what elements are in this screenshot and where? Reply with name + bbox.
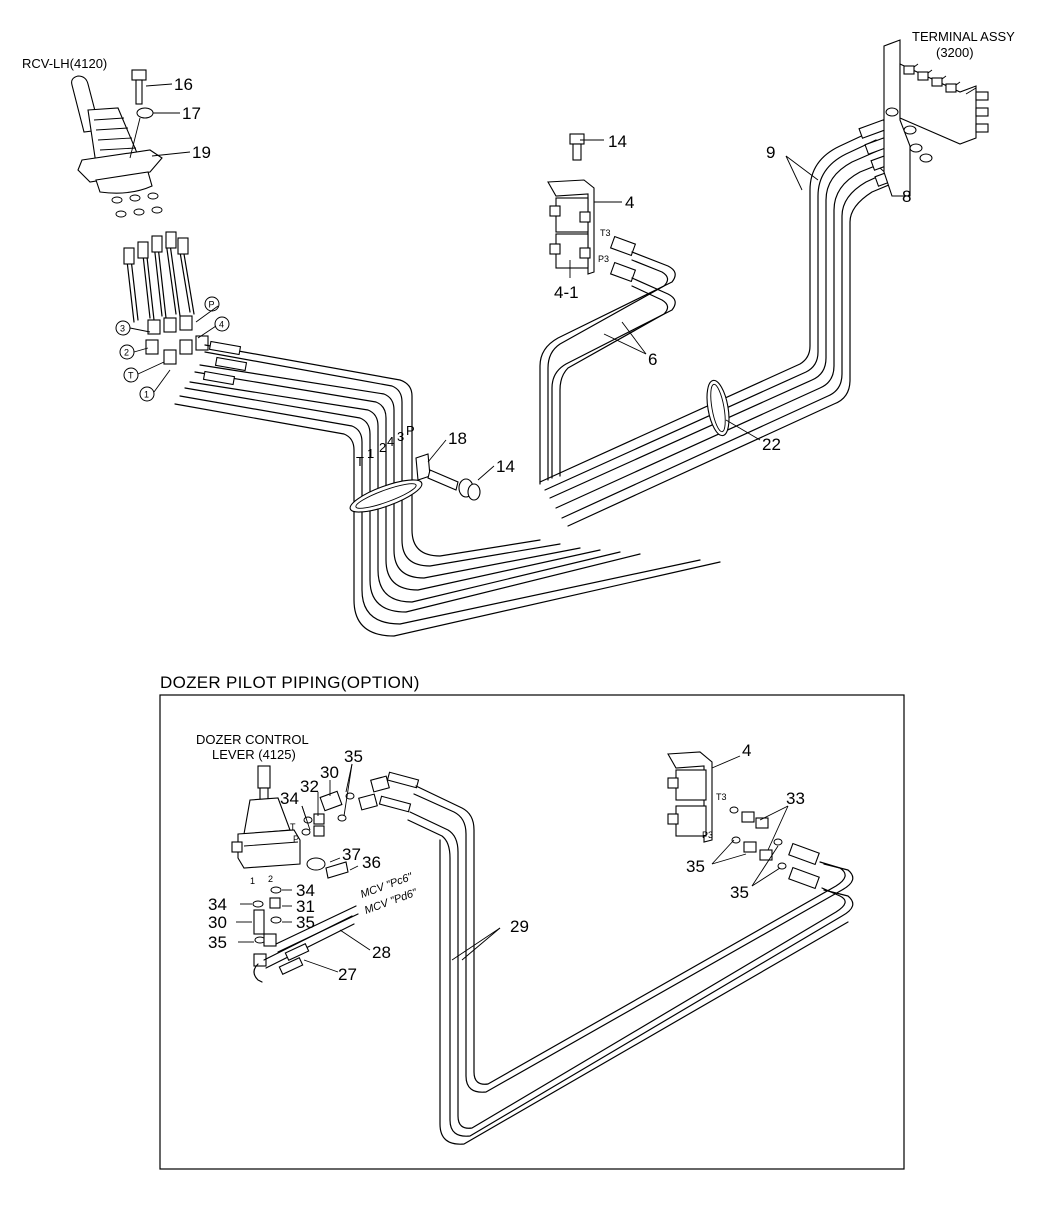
- lower-callout-34-right: 34: [296, 881, 315, 900]
- port-marker-p: P: [209, 300, 215, 310]
- lower-callout-32: 32: [300, 777, 319, 796]
- callout-8: 8: [902, 187, 911, 206]
- label-terminal-line1: TERMINAL ASSY: [912, 29, 1015, 44]
- rcv-lh-joystick: [71, 75, 163, 218]
- port-marker-t: T: [128, 371, 134, 381]
- lower-callout-35-bottom: 35: [730, 883, 749, 902]
- lower-callout-33: 33: [786, 789, 805, 808]
- clamp-22: [706, 379, 730, 437]
- hoses-27-28: [253, 905, 359, 983]
- lower-callout-29: 29: [510, 917, 529, 936]
- hose-tag-t: T: [356, 454, 364, 469]
- bolt-16: [131, 69, 147, 105]
- port-marker-1: 1: [144, 390, 149, 400]
- port-p3: P3: [598, 254, 609, 264]
- clamp-18: [349, 453, 431, 513]
- rcv-fittings: [123, 231, 209, 365]
- hose-tag-p: P: [406, 423, 415, 438]
- label-dozer-lever-line2: LEVER (4125): [212, 747, 296, 762]
- lower-callout-4: 4: [742, 741, 751, 760]
- lower-callout-30-left: 30: [208, 913, 227, 932]
- lever-port-1: 1: [250, 876, 255, 886]
- lower-callout-27: 27: [338, 965, 357, 984]
- lower-callout-34-left: 34: [208, 895, 227, 914]
- callout-4: 4: [625, 193, 634, 212]
- lower-callout-28: 28: [372, 943, 391, 962]
- callout-22: 22: [762, 435, 781, 454]
- lower-callout-35-top: 35: [344, 747, 363, 766]
- bolt-14-lower: [427, 469, 481, 501]
- hoses-29: [358, 771, 854, 1145]
- port-marker-3: 3: [120, 324, 125, 334]
- port-t3: T3: [600, 228, 611, 238]
- lower-leads-right: [711, 805, 789, 887]
- hose-tags: T 1 2 4 3 P: [356, 423, 415, 469]
- hoses-9-8: [539, 119, 904, 527]
- dozer-section-frame: [159, 694, 905, 1170]
- lower-callout-30-top: 30: [320, 763, 339, 782]
- lower-port-p3: P3: [702, 830, 713, 840]
- lower-callout-35-block: 35: [686, 857, 705, 876]
- lower-callout-35-left: 35: [208, 933, 227, 952]
- dozer-control-lever: [231, 765, 301, 869]
- lower-callout-36: 36: [362, 853, 381, 872]
- callout-6: 6: [648, 350, 657, 369]
- hose-tag-2: 2: [379, 440, 386, 455]
- lower-fittings-33-35: [729, 806, 820, 890]
- port-marker-2: 2: [124, 348, 129, 358]
- callout-4-1: 4-1: [554, 283, 579, 302]
- terminal-assy: [883, 39, 989, 197]
- callout-18: 18: [448, 429, 467, 448]
- lever-leads: [236, 763, 359, 943]
- callout-19: 19: [192, 143, 211, 162]
- lower-callout-35-right: 35: [296, 913, 315, 932]
- callout-16: 16: [174, 75, 193, 94]
- label-terminal-line2: (3200): [936, 45, 974, 60]
- lever-port-2: 2: [268, 874, 273, 884]
- washer-17: [136, 107, 154, 119]
- label-dozer-lever-line1: DOZER CONTROL: [196, 732, 309, 747]
- callout-14-top: 14: [608, 132, 627, 151]
- label-rcv-lh: RCV-LH(4120): [22, 56, 107, 71]
- hose-tag-1: 1: [367, 446, 374, 461]
- lower-callout-31: 31: [296, 897, 315, 916]
- hoses-6: [539, 235, 676, 485]
- lever-port-t: T: [290, 822, 296, 832]
- hose-tag-4: 4: [387, 434, 394, 449]
- lever-fittings: [252, 790, 355, 967]
- lever-port-p: P: [293, 834, 299, 844]
- port-marker-4: 4: [219, 320, 224, 330]
- lower-callout-37: 37: [342, 845, 361, 864]
- port-markers: P 3 4 2 T 1: [115, 296, 230, 402]
- callout-14-bottom: 14: [496, 457, 515, 476]
- rcv-hose-bundle: [174, 340, 721, 637]
- dozer-section-title: DOZER PILOT PIPING(OPTION): [160, 673, 420, 692]
- lower-port-t3: T3: [716, 792, 727, 802]
- hose-tag-3: 3: [397, 429, 404, 444]
- lower-callout-34-top: 34: [280, 789, 299, 808]
- bracket-4: [547, 133, 595, 275]
- callout-9: 9: [766, 143, 775, 162]
- callout-17: 17: [182, 104, 201, 123]
- lower-bracket-4: [667, 751, 713, 843]
